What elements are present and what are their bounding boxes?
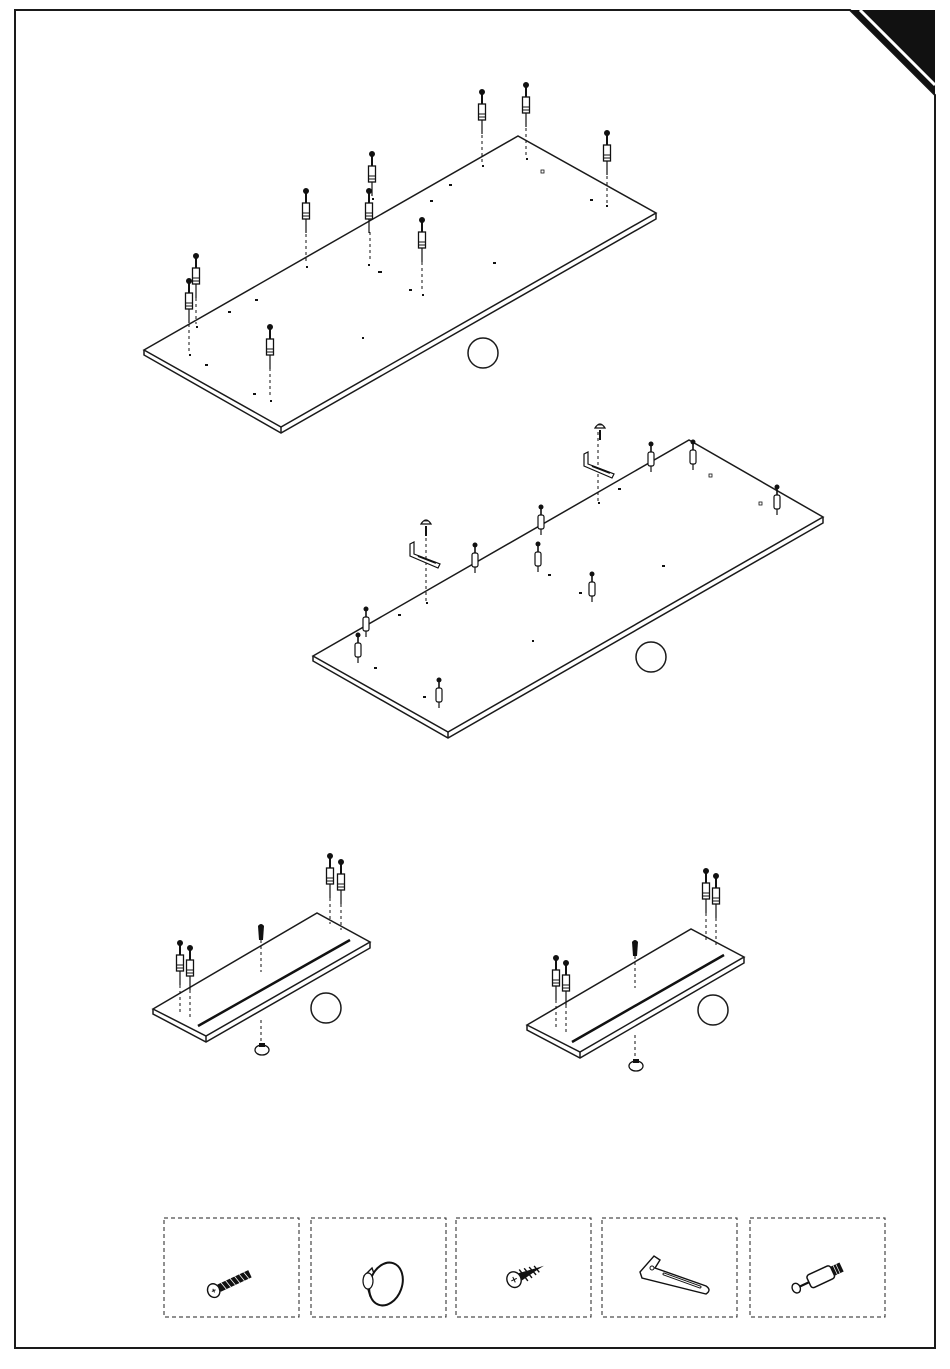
panel-1-step-marker [468, 338, 498, 368]
cam-dowel [338, 859, 345, 904]
l-bracket [584, 452, 614, 478]
panel-1 [144, 82, 656, 433]
l-bracket-icon [640, 1256, 709, 1294]
cam-dowel [604, 130, 611, 175]
panel-1-board [144, 136, 656, 433]
shelf-right [527, 868, 744, 1071]
cam-dowel [186, 278, 193, 323]
screw-icon [504, 1258, 547, 1289]
cam-dowel [327, 853, 334, 898]
bolt-icon [205, 1267, 253, 1299]
screw [595, 424, 605, 440]
panel-2-board [313, 440, 823, 738]
cam-dowel [187, 945, 194, 990]
cam-dowel [713, 873, 720, 918]
screw [421, 520, 431, 536]
shelf-left-step-marker [311, 993, 341, 1023]
cam-dowel [177, 940, 184, 985]
panel-2-step-marker [636, 642, 666, 672]
bolt [632, 940, 638, 956]
legend-item-knob [311, 1218, 446, 1317]
bolt [258, 924, 264, 940]
cam-dowel [703, 868, 710, 913]
shelf-left [153, 853, 370, 1055]
legend-item-cam-dowel [750, 1218, 885, 1317]
cam-dowel [523, 82, 530, 127]
cam-dowel [563, 960, 570, 1005]
knob-icon [363, 1258, 409, 1310]
legend-item-bolt [164, 1218, 299, 1317]
knob [255, 1043, 269, 1055]
cam-dowel-icon [790, 1261, 845, 1297]
hardware-legend [164, 1218, 885, 1317]
cam-dowel [553, 955, 560, 1000]
legend-item-l-bracket [602, 1218, 737, 1317]
l-bracket [410, 542, 440, 568]
panel-2 [313, 424, 823, 738]
cam-dowel [303, 188, 310, 233]
cam-dowel [479, 89, 486, 134]
corner-tab [850, 10, 935, 95]
cam-dowel [193, 253, 200, 298]
shelf-right-step-marker [698, 995, 728, 1025]
knob [629, 1059, 643, 1071]
legend-item-screw [456, 1218, 591, 1317]
